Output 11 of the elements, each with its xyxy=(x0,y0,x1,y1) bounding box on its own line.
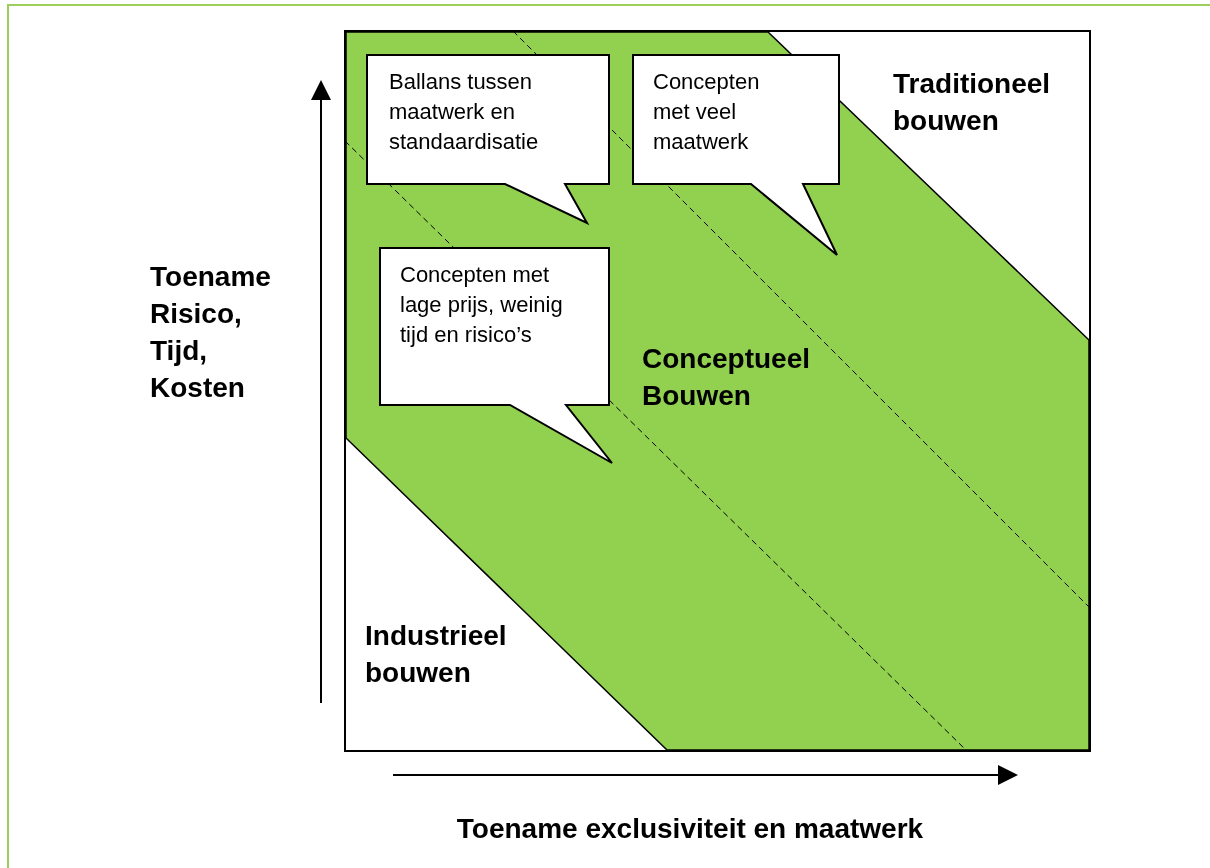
axis-title: Toename exclusiviteit en maatwerk xyxy=(455,812,925,846)
region-label: Conceptueel Bouwen xyxy=(642,342,812,413)
bubble-text: Concepten met veel maatwerk xyxy=(653,68,761,156)
speech-bubble xyxy=(633,55,839,255)
bubble-text: Ballans tussen maatwerk en standaardisatie xyxy=(389,68,540,156)
speech-bubble xyxy=(380,248,612,463)
axis-title: Toename Risico, Tijd, Kosten xyxy=(150,260,272,405)
region-label: Industrieel bouwen xyxy=(365,619,508,690)
bubble-text: Concepten met lage prijs, weinig tijd en risico’s xyxy=(400,261,564,349)
region-label: Traditioneel bouwen xyxy=(893,67,1052,138)
speech-bubble xyxy=(367,55,609,223)
